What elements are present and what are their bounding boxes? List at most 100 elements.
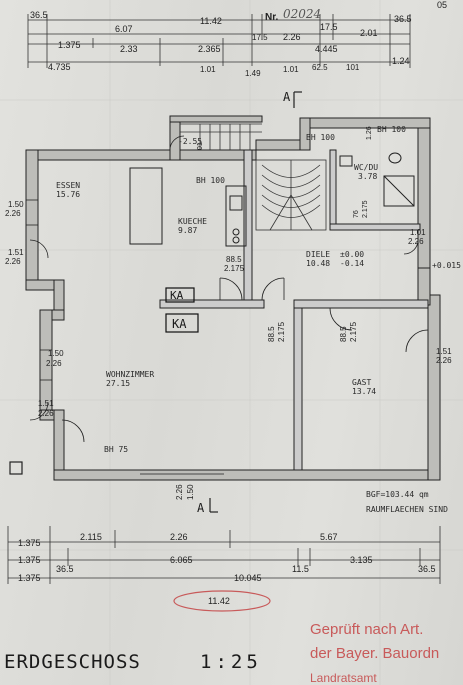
room-area-diele: 10.48	[306, 259, 330, 268]
ka-label-2: KA	[172, 317, 187, 331]
scale-label: 1:25	[200, 651, 262, 673]
room-area-essen: 15.76	[56, 190, 80, 199]
bottom-dim-overall: 11.42	[208, 596, 230, 606]
opening-4-h: 2.26	[46, 359, 62, 368]
door-swings	[29, 135, 429, 443]
opening-6-w: 88.5	[267, 326, 276, 342]
stove-icon	[232, 228, 240, 236]
bottom-dim-7: 6.065	[170, 555, 193, 565]
section-marker-bottom: A	[197, 501, 205, 515]
room-area-wohnzimmer: 27.15	[106, 379, 130, 388]
opening-3-h: 2.175	[224, 264, 245, 273]
level-minus: -2.55	[178, 137, 202, 146]
top-dim-1: 36.5	[30, 10, 48, 20]
opening-8-h: 2.26	[408, 237, 424, 246]
room-name-wc: WC/DU	[354, 163, 378, 172]
bgf-note: BGF=103.44 qm	[366, 490, 429, 499]
top-dim-15: 1.01	[283, 65, 299, 74]
stamp-line-2: der Bayer. Bauordn	[310, 645, 439, 662]
opening-7-h: 2.175	[349, 321, 358, 342]
sink-icon	[229, 195, 243, 211]
walls	[25, 115, 441, 481]
top-dim-7: 36.5	[394, 14, 412, 24]
opening-1-h: 2.26	[5, 209, 21, 218]
washbasin-icon	[339, 155, 353, 167]
top-dim-18: 1.24	[392, 56, 410, 66]
bottom-dim-6: 36.5	[56, 564, 74, 574]
nr-label: Nr.	[265, 12, 279, 23]
room-level-diele-2: -0.14	[340, 259, 364, 268]
room-area-gast: 13.74	[352, 387, 376, 396]
bottom-dim-3: 2.26	[170, 532, 188, 542]
top-dim-overall: 11.42	[200, 16, 222, 26]
nr-value: 02024	[283, 7, 321, 21]
bottom-dim-10: 36.5	[418, 564, 436, 574]
top-dim-14: 1.49	[245, 69, 261, 78]
bottom-dim-4: 5.67	[320, 532, 338, 542]
top-dim-9: 2.33	[120, 44, 138, 54]
opening-11-h: 2.175	[362, 200, 369, 218]
top-dim-4: 2.26	[283, 32, 301, 42]
room-area-wc: 3.78	[358, 172, 377, 181]
bottom-dim-8: 11.5	[292, 564, 309, 574]
room-name-wohnzimmer: WOHNZIMMER	[106, 370, 154, 379]
bottom-dim-2: 2.115	[80, 532, 102, 542]
stair-note: 01	[197, 142, 204, 150]
floor-title: ERDGESCHOSS	[4, 651, 141, 673]
bh-label-2: BH 100	[306, 133, 335, 142]
section-marker-top: A	[283, 90, 291, 104]
ka-label-1: KA	[170, 289, 184, 302]
bh-label-1: BH 100	[196, 176, 225, 185]
opening-3-w: 88.5	[226, 255, 242, 264]
room-name-essen: ESSEN	[56, 181, 80, 190]
opening-7-w: 88.5	[339, 326, 348, 342]
opening-6-h: 2.175	[277, 321, 286, 342]
window-marks	[26, 199, 224, 475]
opening-12-w: 1.26	[366, 126, 373, 140]
shower-tray	[383, 175, 415, 207]
top-dim-2: 6.07	[115, 24, 133, 34]
room-level-diele-1: ±0.00	[340, 250, 364, 259]
top-dim-5: 17.5	[320, 22, 338, 32]
bottom-dim-5: 1.375	[18, 555, 41, 565]
opening-1-w: 1.50	[8, 200, 24, 209]
opening-2-h: 2.26	[5, 257, 21, 266]
top-dim-17: 101	[346, 63, 360, 72]
top-dim-16: 62.5	[312, 63, 328, 72]
bh-label-75: BH 75	[104, 445, 128, 454]
top-dim-13: 1.01	[200, 65, 216, 74]
toilet-icon	[388, 152, 402, 164]
stamp-line-1: Geprüft nach Art.	[310, 621, 423, 638]
top-dim-11: 4.445	[315, 44, 338, 54]
bottom-dim-12: 10.045	[234, 573, 262, 583]
top-dim-10: 2.365	[198, 44, 221, 54]
bh-label-3: BH 100	[377, 125, 406, 134]
opening-5-w: 1.51	[38, 399, 54, 408]
opening-9-w: 1.51	[436, 347, 452, 356]
top-dim-12: 4.735	[48, 62, 71, 72]
staircase	[180, 123, 327, 231]
ka-box-1	[165, 287, 195, 303]
top-dim-8: 1.375	[58, 40, 81, 50]
opening-10-w: 2.26	[175, 484, 184, 500]
raum-note: RAUMFLAECHEN SIND	[366, 505, 448, 514]
bottom-dimension-lines	[7, 526, 441, 584]
room-area-kueche: 9.87	[178, 226, 197, 235]
top-dim-3: 17.5	[252, 33, 268, 42]
marker-square	[9, 461, 23, 475]
opening-2-w: 1.51	[8, 248, 24, 257]
stamp-line-3: Landratsamt	[310, 671, 377, 685]
opening-11-w: 76	[353, 210, 360, 218]
room-name-diele: DIELE	[306, 250, 330, 259]
opening-9-h: 2.26	[436, 356, 452, 365]
room-name-kueche: KUECHE	[178, 217, 207, 226]
kitchen-island	[129, 167, 163, 245]
overall-dim-circle	[173, 590, 271, 612]
bottom-dim-11: 1.375	[18, 573, 41, 583]
top-dim-6: 2.01	[360, 28, 378, 38]
opening-4-w: 1.50	[48, 349, 64, 358]
page-number: 05	[437, 0, 447, 10]
top-dimension-lines	[27, 14, 411, 68]
